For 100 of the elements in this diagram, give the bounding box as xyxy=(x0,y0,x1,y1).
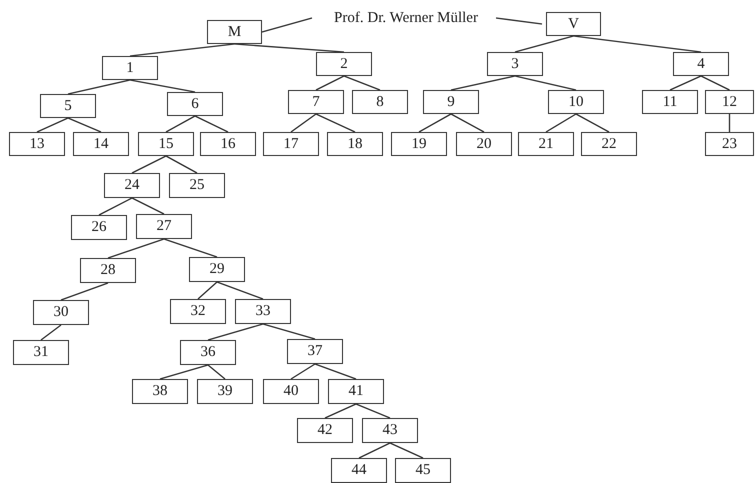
node-number: 33 xyxy=(256,304,270,319)
tree-node-box xyxy=(391,132,447,156)
connector-line xyxy=(314,363,356,380)
node-number: 20 xyxy=(476,136,492,152)
node-number: 16 xyxy=(220,136,236,152)
connector-line xyxy=(573,35,702,53)
tree-node-box xyxy=(167,92,223,116)
tree-node-box xyxy=(362,418,418,443)
node-number: 30 xyxy=(54,305,68,320)
tree-node-box xyxy=(104,173,160,198)
node-number: 45 xyxy=(416,463,430,478)
tree-node-box xyxy=(200,132,256,156)
tree-node-box xyxy=(138,132,194,156)
node-number: 38 xyxy=(152,384,168,399)
connector-line xyxy=(700,75,730,91)
tree-node-box xyxy=(80,258,136,283)
connector-line xyxy=(514,35,574,53)
tree-node-box xyxy=(73,132,129,156)
tree-node-box xyxy=(546,12,601,36)
node-number: 11 xyxy=(662,94,678,110)
connector-line xyxy=(728,114,730,132)
tree-node-box xyxy=(673,52,729,76)
connector-line xyxy=(40,324,62,341)
connector-line xyxy=(576,113,610,133)
node-number: 32 xyxy=(190,304,206,319)
connector-line xyxy=(208,323,264,341)
node-number: 43 xyxy=(382,423,398,438)
node-number: 25 xyxy=(190,178,204,193)
tree-node-box xyxy=(487,52,543,76)
connector-line xyxy=(166,115,196,133)
tree-node-box xyxy=(395,458,451,483)
connector-line xyxy=(208,364,226,380)
node-number: 36 xyxy=(200,345,216,360)
tree-node-box xyxy=(287,339,343,364)
tree-node-box xyxy=(327,132,383,156)
tree-node-box xyxy=(705,90,754,114)
tree-node-box xyxy=(456,132,512,156)
tree-node-box xyxy=(189,257,245,282)
connector-line xyxy=(546,113,576,133)
node-number: 15 xyxy=(158,136,174,152)
tree-node-box xyxy=(197,379,253,404)
node-number: 2 xyxy=(340,56,348,72)
tree-node-box xyxy=(207,20,262,44)
node-number: 24 xyxy=(124,178,140,193)
node-number: 31 xyxy=(34,345,48,360)
node-number: 23 xyxy=(722,136,737,152)
node-number: 37 xyxy=(308,344,322,359)
connector-line xyxy=(316,75,344,91)
node-number: 1 xyxy=(126,60,134,76)
node-number: 44 xyxy=(352,463,366,478)
tree-node-box xyxy=(169,173,225,198)
connector-line xyxy=(108,238,164,259)
connector-line xyxy=(290,113,316,133)
connector-line xyxy=(262,17,312,33)
connector-line xyxy=(324,403,356,419)
tree-node-box xyxy=(13,340,69,365)
tree-node-box xyxy=(40,94,96,118)
connector-line xyxy=(130,79,196,93)
connector-line xyxy=(132,197,164,215)
connector-line xyxy=(98,197,132,216)
node-number: 17 xyxy=(284,136,298,152)
tree-node-box xyxy=(170,299,226,324)
connector-line xyxy=(68,117,102,133)
connector-line xyxy=(344,75,380,91)
tree-node-box xyxy=(288,90,344,114)
node-number: 21 xyxy=(538,136,554,152)
connector-line xyxy=(160,364,208,380)
tree-node-box xyxy=(642,90,698,114)
node-number: V xyxy=(568,16,579,32)
node-number: 41 xyxy=(348,384,364,399)
tree-node-box xyxy=(263,379,319,404)
connector-line xyxy=(390,442,424,459)
node-number: 29 xyxy=(210,262,224,277)
connector-line xyxy=(450,75,516,91)
tree-node-box xyxy=(297,418,353,443)
node-number: 39 xyxy=(218,384,232,399)
node-number: 10 xyxy=(568,94,584,110)
connector-line xyxy=(68,79,130,95)
node-number: 19 xyxy=(412,136,426,152)
connector-line xyxy=(132,155,166,174)
node-number: 27 xyxy=(156,219,172,234)
node-number: 26 xyxy=(92,220,106,235)
connector-line xyxy=(514,75,576,91)
node-number: 5 xyxy=(64,98,72,114)
tree-node-box xyxy=(102,56,158,80)
tree-node-box xyxy=(705,132,754,156)
tree-node-box xyxy=(581,132,637,156)
node-number: 13 xyxy=(30,136,44,152)
tree-node-box xyxy=(132,379,188,404)
connector-line xyxy=(60,282,108,301)
tree-node-box xyxy=(136,214,192,239)
node-number: 18 xyxy=(348,136,362,152)
node-number: 40 xyxy=(284,384,298,399)
tree-node-box xyxy=(352,90,408,114)
connector-line xyxy=(216,281,264,300)
connector-line xyxy=(358,442,390,459)
tree-node-box xyxy=(316,52,372,76)
node-number: 9 xyxy=(447,94,455,110)
node-number: M xyxy=(228,24,242,40)
connector-line xyxy=(316,113,356,133)
